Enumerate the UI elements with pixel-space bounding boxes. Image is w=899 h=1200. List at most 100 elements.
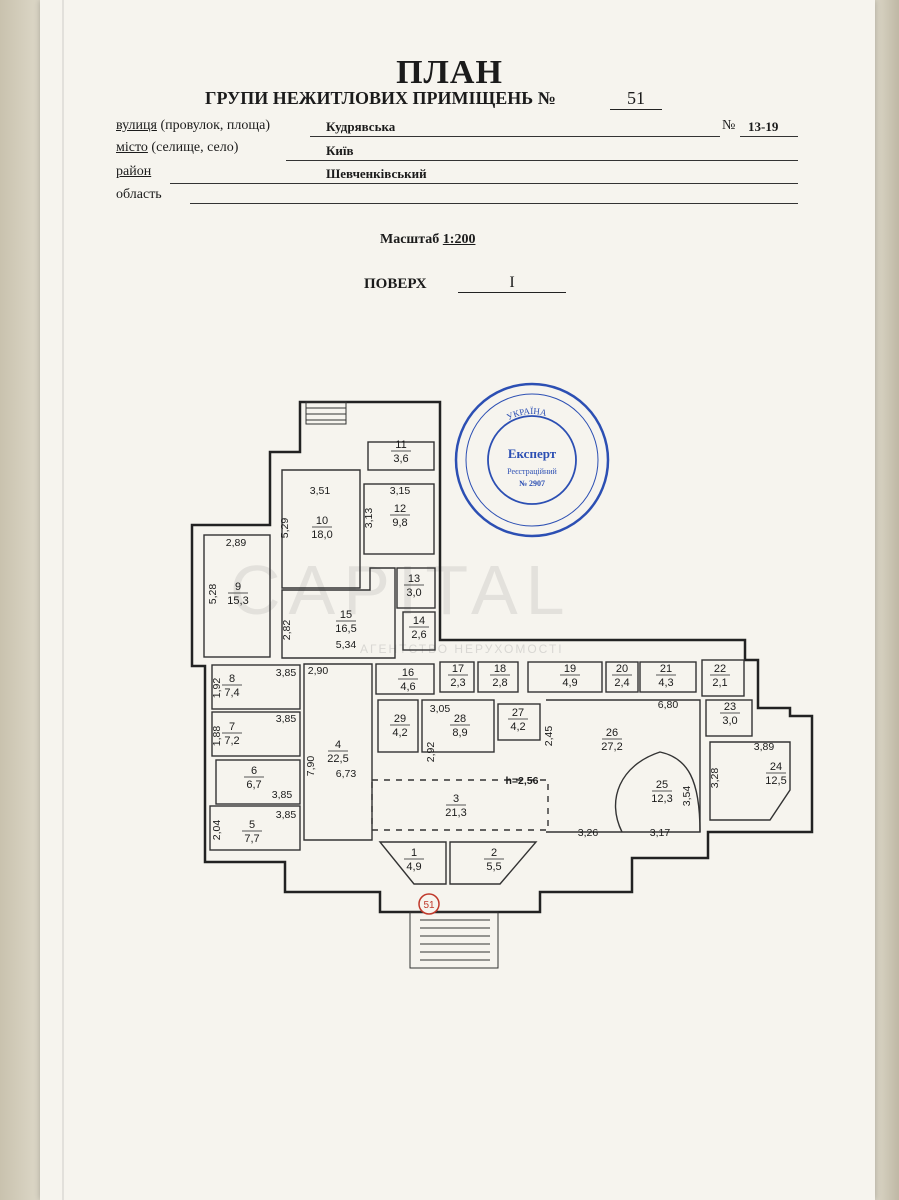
room-number: 29 [394,713,406,725]
room-number: 21 [660,663,672,675]
city-label: місто [116,140,148,155]
dimension-label: 3,54 [681,786,693,807]
room-area: 15,3 [227,595,248,607]
room-number: 27 [512,707,524,719]
background-surface-right [875,0,899,1200]
room-number: 24 [770,761,782,773]
room-number: 6 [251,765,257,777]
room-number: 14 [413,615,425,627]
dimension-label: 2,89 [226,537,247,549]
number-value: 13-19 [748,119,779,134]
dimension-label: 6,73 [336,768,357,780]
room-number: 7 [229,721,235,733]
dimension-label: 3,85 [276,667,297,679]
street-label-rest: (провулок, площа) [160,118,271,133]
dimension-label: 3,85 [272,789,293,801]
stamp-country: УКРАЇНА [505,406,548,422]
dimension-label: 3,85 [276,809,297,821]
document-sheet [40,0,875,1200]
scale-label: Масштаб [380,232,440,247]
room-number: 4 [335,739,341,751]
district-underline [170,183,798,184]
room-area: 22,5 [327,753,348,765]
dimension-label: 5,28 [207,584,219,605]
dimension-label: 3,05 [430,703,451,715]
dimension-label: 6,80 [658,699,679,711]
city-label-wrap: місто (селище, село) [116,140,238,156]
city-underline [286,160,798,161]
room-area: 12,5 [765,775,786,787]
room-area: 21,3 [445,807,466,819]
room-area: 4,3 [658,677,673,689]
number-label: № [722,118,736,133]
room-area: 9,8 [392,517,407,529]
stamp-reg-number: № 2907 [519,479,545,488]
inner-walls [203,441,791,885]
region-label: область [116,187,162,202]
city-value: Київ [326,143,354,158]
room-area: 2,8 [492,677,507,689]
scale-line: Масштаб 1:200 [380,232,475,248]
room-number: 22 [714,663,726,675]
room-number: 20 [616,663,628,675]
room-area: 3,0 [406,587,421,599]
room-area: 3,0 [722,715,737,727]
room-number: 8 [229,673,235,685]
room-area: 2,6 [411,629,426,641]
dimension-label: 2,92 [425,742,437,763]
room-number: 11 [395,439,406,451]
stamp-title: Експерт [508,446,557,461]
dimension-label: 3,85 [276,713,297,725]
dimension-label: 2,45 [543,726,555,747]
dimension-label: 3,89 [754,741,775,753]
document-title: ПЛАН [396,54,503,91]
room-area: 7,4 [224,687,239,699]
dimension-label: 3,17 [650,827,671,839]
stamp-reg-label: Реєстраційний [507,467,557,476]
room-area: 8,9 [452,727,467,739]
region-underline [190,203,798,204]
dimension-label: 5,29 [279,518,291,539]
room-number: 10 [316,515,328,527]
room-number: 5 [249,819,255,831]
room-area: 4,2 [510,721,525,733]
room-area: 6,7 [246,779,261,791]
room-number: 28 [454,713,466,725]
watermark-subtitle: АГЕНТСТВО НЕРУХОМОСТІ [360,642,564,656]
room-number: 16 [402,667,414,679]
dimension-label: 3,28 [709,768,721,789]
room-area: 2,4 [614,677,629,689]
street-label: вулиця [116,118,157,133]
district-label: район [116,164,152,179]
room-number: 15 [340,609,352,621]
dimension-label: 3,13 [363,508,375,529]
scale-value: 1:200 [442,232,476,247]
room-area: 18,0 [311,529,332,541]
dimension-label: 3,15 [390,485,411,497]
dimension-label: 3,26 [578,827,599,839]
street-value: Кудрявська [326,119,396,134]
room-area: 27,2 [601,741,622,753]
paper-fold [62,0,64,1200]
room-number: 17 [452,663,464,675]
dimension-label: 5,34 [336,639,357,651]
expert-stamp: УКРАЇНА Експерт Реєстраційний № 2907 [454,382,610,538]
dimension-label: 1,92 [211,678,223,699]
ceiling-height-label: h=2,56 [506,775,539,787]
room-area: 3,6 [393,453,408,465]
room-number: 1 [411,847,417,859]
room-area: 4,9 [562,677,577,689]
entrance-number: 51 [423,900,435,911]
room-area: 4,2 [392,727,407,739]
room-area: 5,5 [486,861,501,873]
city-label-rest: (селище, село) [151,140,239,155]
room-area: 2,3 [450,677,465,689]
background-surface [0,0,40,1200]
dimension-label: 3,51 [310,485,331,497]
room-area: 7,7 [244,833,259,845]
dimension-label: 2,04 [211,820,223,841]
street-label-wrap: вулиця (провулок, площа) [116,118,270,134]
room-area: 16,5 [335,623,356,635]
floor-label: ПОВЕРХ [364,276,427,292]
